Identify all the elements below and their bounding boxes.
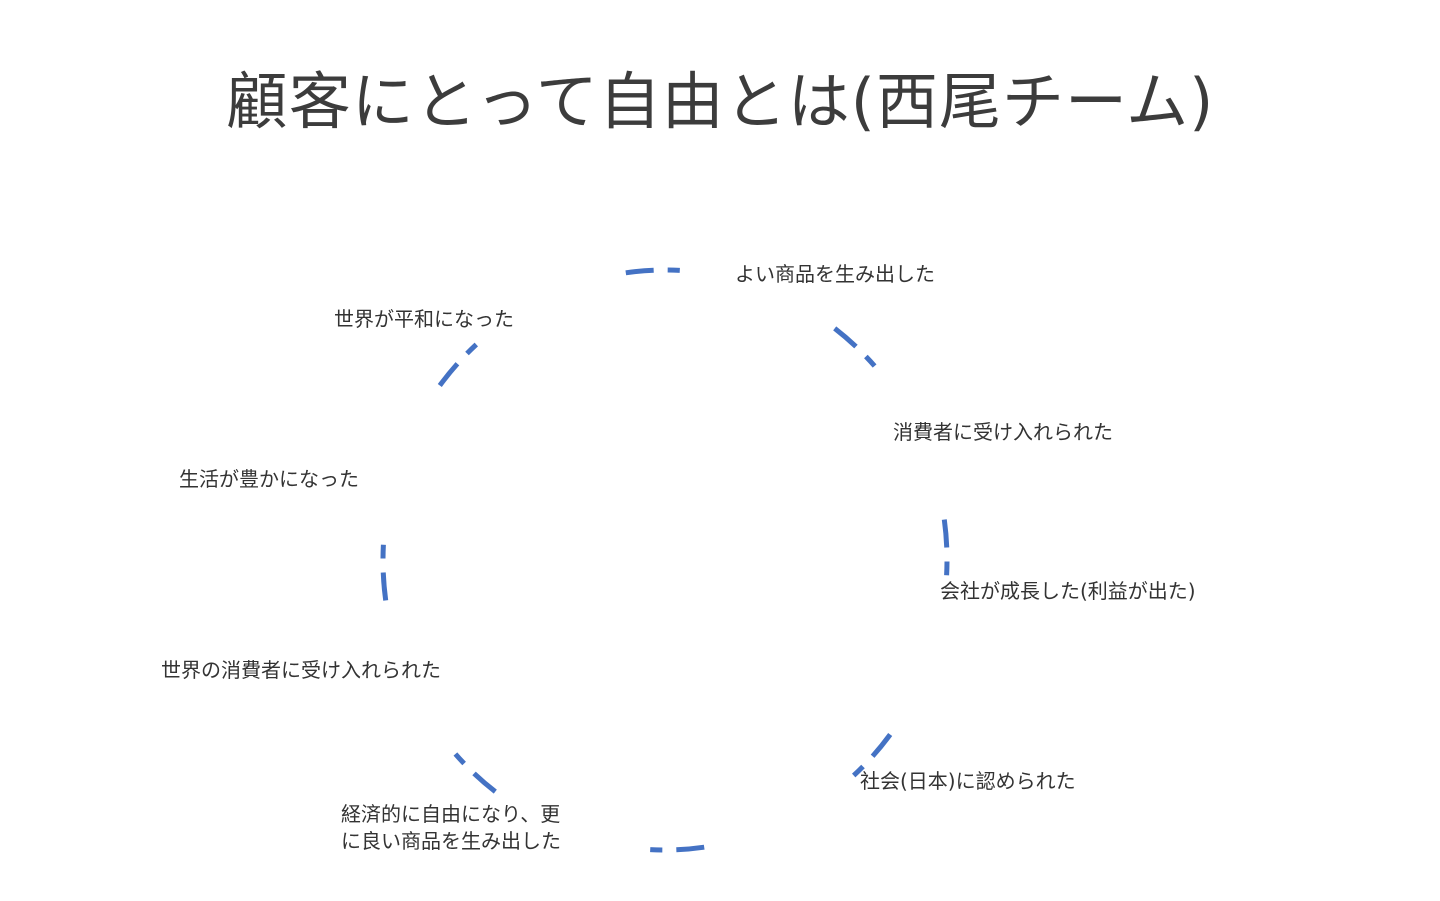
node-economic-freedom: 経済的に自由になり、更 に良い商品を生み出した	[341, 802, 561, 853]
node-accepted-worldwide: 世界の消費者に受け入れられた	[161, 658, 441, 682]
cycle-arc-segment	[380, 544, 389, 601]
node-accepted-by-consumers: 消費者に受け入れられた	[893, 420, 1113, 444]
cycle-arc-segment	[625, 267, 680, 276]
cycle-arc-segment	[851, 733, 893, 778]
cycle-arc-segment	[941, 519, 950, 576]
node-good-products: よい商品を生み出した	[735, 262, 935, 286]
cycle-arc-segment	[650, 844, 705, 853]
node-company-grew: 会社が成長した(利益が出た)	[940, 579, 1196, 603]
cycle-arc-segment	[453, 752, 497, 794]
slide-title: 顧客にとって自由とは(西尾チーム)	[225, 65, 1215, 138]
cycle-arc-segment	[437, 342, 479, 387]
node-life-richer: 生活が豊かになった	[179, 467, 359, 491]
node-recognized-by-society: 社会(日本)に認められた	[860, 769, 1076, 793]
node-world-peace: 世界が平和になった	[334, 307, 514, 331]
cycle-arc-segment	[833, 326, 877, 368]
